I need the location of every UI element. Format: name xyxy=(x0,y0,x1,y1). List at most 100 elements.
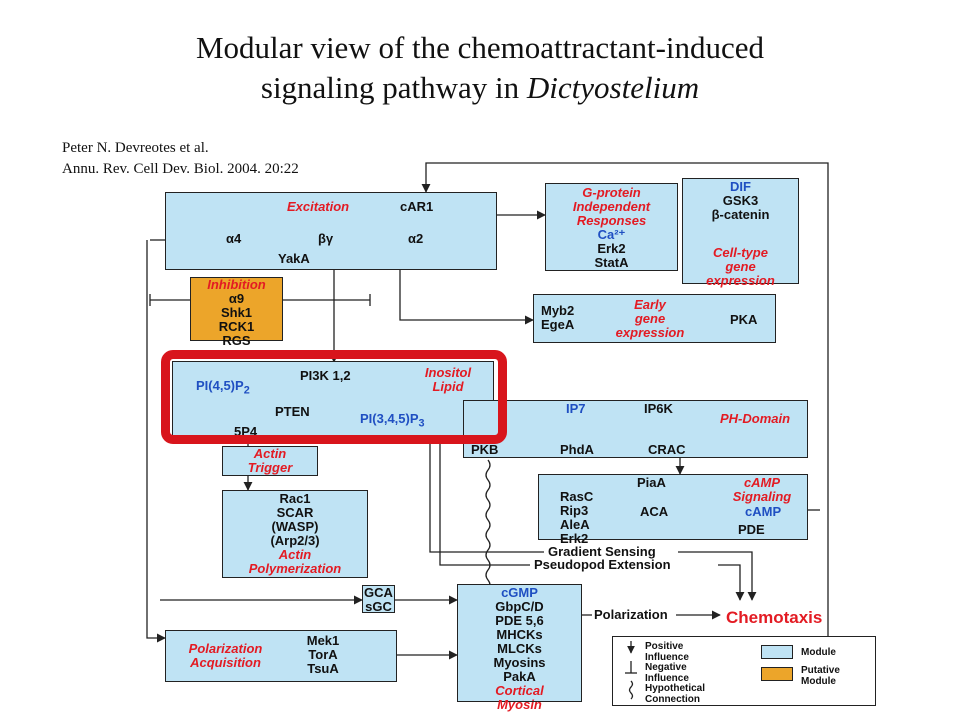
aca-label: ACA xyxy=(640,504,669,519)
camp-title-1: cAMP xyxy=(743,475,781,490)
excitation-module xyxy=(165,192,497,270)
camp-molecule-label: cAMP xyxy=(745,504,782,519)
title-line-2: signaling pathway in Dictyostelium xyxy=(0,68,960,108)
gprotein-content: G-protein Independent Responses Ca²⁺ Erk… xyxy=(545,186,678,270)
citation-journal: Annu. Rev. Cell Dev. Biol. 2004. 20:22 xyxy=(62,161,299,177)
citation: Peter N. Devreotes et al. Annu. Rev. Cel… xyxy=(62,138,299,180)
gprotein-title-3: Responses xyxy=(576,213,647,228)
car1-label: cAR1 xyxy=(400,199,434,214)
inositol-title: Inositol Lipid xyxy=(408,366,488,394)
dif-title: DIF xyxy=(730,179,751,194)
sgc-label: sGC xyxy=(365,599,392,614)
legend: Positive Influence Negative Influence Hy… xyxy=(612,636,876,706)
calcium-label: Ca²⁺ xyxy=(597,227,626,242)
camp-item: AleA xyxy=(560,517,590,532)
polacq-title: Polarization Acquisition xyxy=(168,642,283,670)
title-line-2-prefix: signaling pathway in xyxy=(260,70,527,105)
erk2-label: Erk2 xyxy=(597,241,626,256)
piaa-label: PiaA xyxy=(637,475,666,490)
myosin-item: MLCKs xyxy=(497,641,542,656)
pseudopod-extension-label: Pseudopod Extension xyxy=(534,557,671,572)
camp-signaling-module xyxy=(538,474,808,540)
cgmp-label: cGMP xyxy=(501,585,538,600)
inhibition-item: α9 xyxy=(228,291,245,306)
celltype-line-3: expression xyxy=(706,273,775,288)
actin-trigger-module xyxy=(222,446,318,476)
early-gene-module xyxy=(533,294,776,343)
ph-domain-module xyxy=(463,400,808,458)
gca-module xyxy=(362,585,395,613)
actin-item: (WASP) xyxy=(271,519,319,534)
myosin-content: cGMP GbpC/D PDE 5,6 MHCKs MLCKs Myosins … xyxy=(457,586,582,712)
gprotein-module xyxy=(545,183,678,271)
legend-positive: Positive Influence xyxy=(645,641,689,663)
actin-trigger-line-2: Trigger xyxy=(247,460,293,475)
actin-poly-content: Rac1 SCAR (WASP) (Arp2/3) Actin Polymeri… xyxy=(222,492,368,576)
legend-hyp-1: Hypothetical xyxy=(645,683,706,694)
gca-label: GCA xyxy=(364,585,393,600)
beta-catenin-label: β-catenin xyxy=(711,207,770,222)
dif-content: DIF GSK3 β-catenin xyxy=(682,180,799,222)
ph-domain-label: PH-Domain xyxy=(720,411,791,426)
actin-item: Rac1 xyxy=(279,491,311,506)
polacq-items: Mek1 TorA TsuA xyxy=(293,634,353,676)
myosin-item: PDE 5,6 xyxy=(495,613,544,628)
camp-item: RasC xyxy=(560,489,594,504)
crac-label: CRAC xyxy=(648,442,686,457)
myosin-item: MHCKs xyxy=(496,627,543,642)
actin-item: (Arp2/3) xyxy=(270,533,320,548)
alpha2-label: α2 xyxy=(408,231,424,246)
camp-title: cAMP Signaling xyxy=(718,476,806,504)
gradient-sensing-label: Gradient Sensing xyxy=(548,544,656,559)
legend-hyp-2: Connection xyxy=(645,694,700,705)
myosin-item: Myosins xyxy=(493,655,546,670)
inhibition-label: Inhibition α9 Shk1 RCK1 RGS xyxy=(190,278,283,348)
celltype-label: Cell-type gene expression xyxy=(682,246,799,288)
myosin-title-2: Myosin xyxy=(497,697,542,712)
inhibition-item: Shk1 xyxy=(220,305,253,320)
beta-gamma-label: βγ xyxy=(318,231,334,246)
inhibition-module xyxy=(190,277,283,341)
inositol-module xyxy=(172,361,494,437)
legend-module-label: Module xyxy=(801,647,836,658)
camp-item: Erk2 xyxy=(560,531,589,546)
myosin-item: PakA xyxy=(503,669,536,684)
actin-polymerization-module xyxy=(222,490,368,578)
myb2-label: Myb2 xyxy=(541,303,575,318)
egea-label: EgeA xyxy=(541,317,575,332)
camp-title-2: Signaling xyxy=(732,489,792,504)
polacq-title-1: Polarization xyxy=(188,641,263,656)
inositol-line-1: Inositol xyxy=(424,365,472,380)
legend-putative-2: Module xyxy=(801,676,836,687)
gsk3-label: GSK3 xyxy=(722,193,759,208)
camp-items: RasC Rip3 AleA Erk2 xyxy=(560,490,593,546)
celltype-line-1: Cell-type xyxy=(713,245,768,260)
pi345p3-text: PI(3,4,5)P xyxy=(360,411,419,426)
pi345p3-subscript: 3 xyxy=(418,417,425,430)
gprotein-title-2: Independent xyxy=(572,199,651,214)
stata-label: StatA xyxy=(594,255,629,270)
alpha4-label: α4 xyxy=(226,231,242,246)
excitation-label: Excitation xyxy=(287,199,350,214)
phda-label: PhdA xyxy=(560,442,594,457)
highlight-frame xyxy=(161,350,507,444)
legend-negative-1: Negative xyxy=(645,662,687,673)
title-line-2-italic: Dictyostelium xyxy=(526,70,700,105)
legend-negative-2: Influence xyxy=(645,673,689,684)
early-gene-title: Early gene expression xyxy=(605,298,695,340)
legend-symbols xyxy=(625,641,637,700)
early-gene-line-3: expression xyxy=(615,325,685,340)
pi45p2-subscript: 2 xyxy=(243,384,250,397)
yaka-label: YakA xyxy=(278,251,310,266)
pi3k-label: PI3K 1,2 xyxy=(300,368,351,383)
pi345p3-label: PI(3,4,5)P3 xyxy=(360,412,425,431)
legend-putative-swatch xyxy=(761,667,793,681)
polacq-title-2: Acquisition xyxy=(190,655,261,670)
polacq-item: Mek1 xyxy=(306,633,340,648)
cortical-myosin-module xyxy=(457,584,582,702)
polacq-item: TsuA xyxy=(307,661,339,676)
legend-putative-label: Putative Module xyxy=(801,665,840,687)
pde-label: PDE xyxy=(738,522,765,537)
inhibition-item: RCK1 xyxy=(218,319,255,334)
inositol-line-2: Lipid xyxy=(432,379,464,394)
